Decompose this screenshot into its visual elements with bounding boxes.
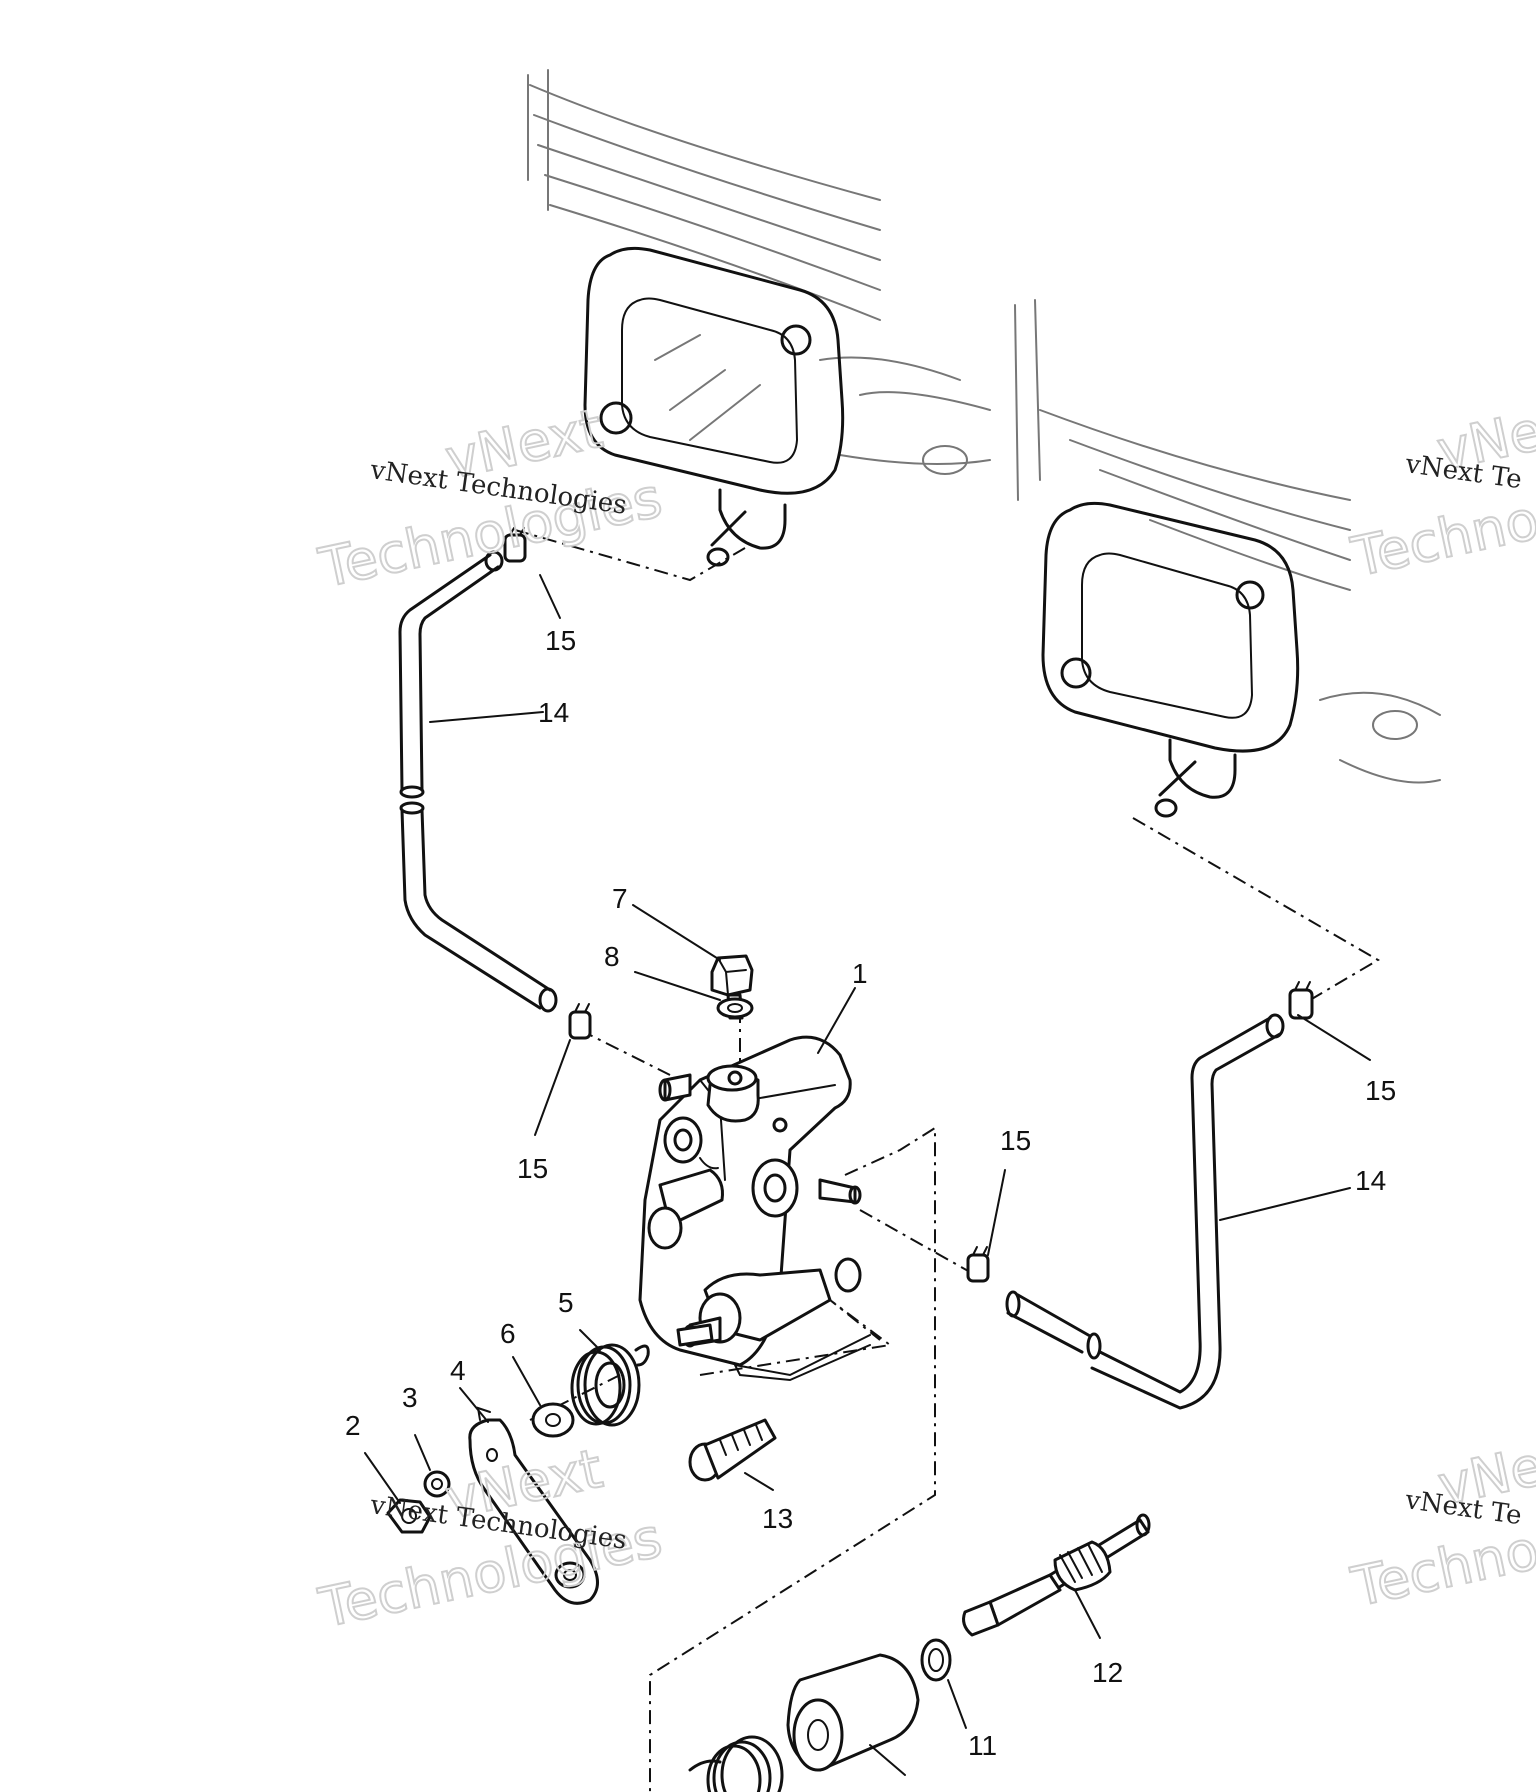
callout-8: 8 bbox=[604, 941, 620, 972]
drive-gear-shaft bbox=[962, 1513, 1151, 1637]
watermark-big-partial-line2: Techno bbox=[1346, 488, 1536, 589]
right-oil-hose bbox=[1005, 1013, 1285, 1410]
callout-15-lower-left: 15 bbox=[517, 1153, 548, 1184]
watermark-big-partial-line2: Techno bbox=[1346, 1518, 1536, 1619]
leader-lines bbox=[364, 574, 1371, 1776]
left-oil-hose bbox=[398, 550, 558, 1013]
callout-14-right: 14 bbox=[1355, 1165, 1386, 1196]
flat-washer bbox=[531, 1402, 575, 1438]
callout-2: 2 bbox=[345, 1410, 361, 1441]
callout-15-upper-right: 15 bbox=[1365, 1075, 1396, 1106]
oil-seal bbox=[688, 1735, 784, 1792]
return-spring bbox=[570, 1323, 714, 1427]
assembly-center-lines bbox=[514, 529, 1380, 1792]
hose-clamp-upper-right bbox=[1288, 981, 1314, 1020]
hose-clamp-middle-right bbox=[966, 1246, 990, 1283]
right-exhaust-flange bbox=[1041, 501, 1300, 818]
bushing-sleeve bbox=[786, 1653, 920, 1772]
callout-4: 4 bbox=[450, 1355, 466, 1386]
sealing-washer bbox=[716, 997, 754, 1019]
oil-pump-body bbox=[638, 1035, 871, 1382]
mounting-screw bbox=[688, 1418, 777, 1482]
watermark-lower-left: vNext Technologies vNext Technologies bbox=[313, 1436, 668, 1641]
left-exhaust-flange bbox=[583, 246, 845, 567]
left-cylinder-outline bbox=[527, 69, 991, 475]
hex-nut bbox=[386, 1498, 432, 1534]
callout-13: 13 bbox=[762, 1503, 793, 1534]
callout-1: 1 bbox=[852, 958, 868, 989]
callout-12: 12 bbox=[1092, 1657, 1123, 1688]
right-cylinder-outline bbox=[1014, 299, 1441, 784]
hose-clamp-upper-left bbox=[503, 527, 527, 563]
watermark-upper-right: vNe Techno vNext Te bbox=[1345, 398, 1536, 590]
lock-washer bbox=[423, 1470, 451, 1498]
callout-15-middle-right: 15 bbox=[1000, 1125, 1031, 1156]
callout-15-upper-left: 15 bbox=[545, 625, 576, 656]
callout-11: 11 bbox=[968, 1730, 997, 1761]
callout-7: 7 bbox=[612, 883, 628, 914]
callout-6: 6 bbox=[500, 1318, 516, 1349]
callout-3: 3 bbox=[402, 1382, 418, 1413]
callout-14-left: 14 bbox=[538, 697, 569, 728]
retaining-ring bbox=[920, 1638, 952, 1682]
callout-5: 5 bbox=[558, 1287, 574, 1318]
hose-clamp-lower-left bbox=[568, 1003, 592, 1040]
watermark-lower-right: vNe Techno vNext Te bbox=[1345, 1433, 1536, 1620]
